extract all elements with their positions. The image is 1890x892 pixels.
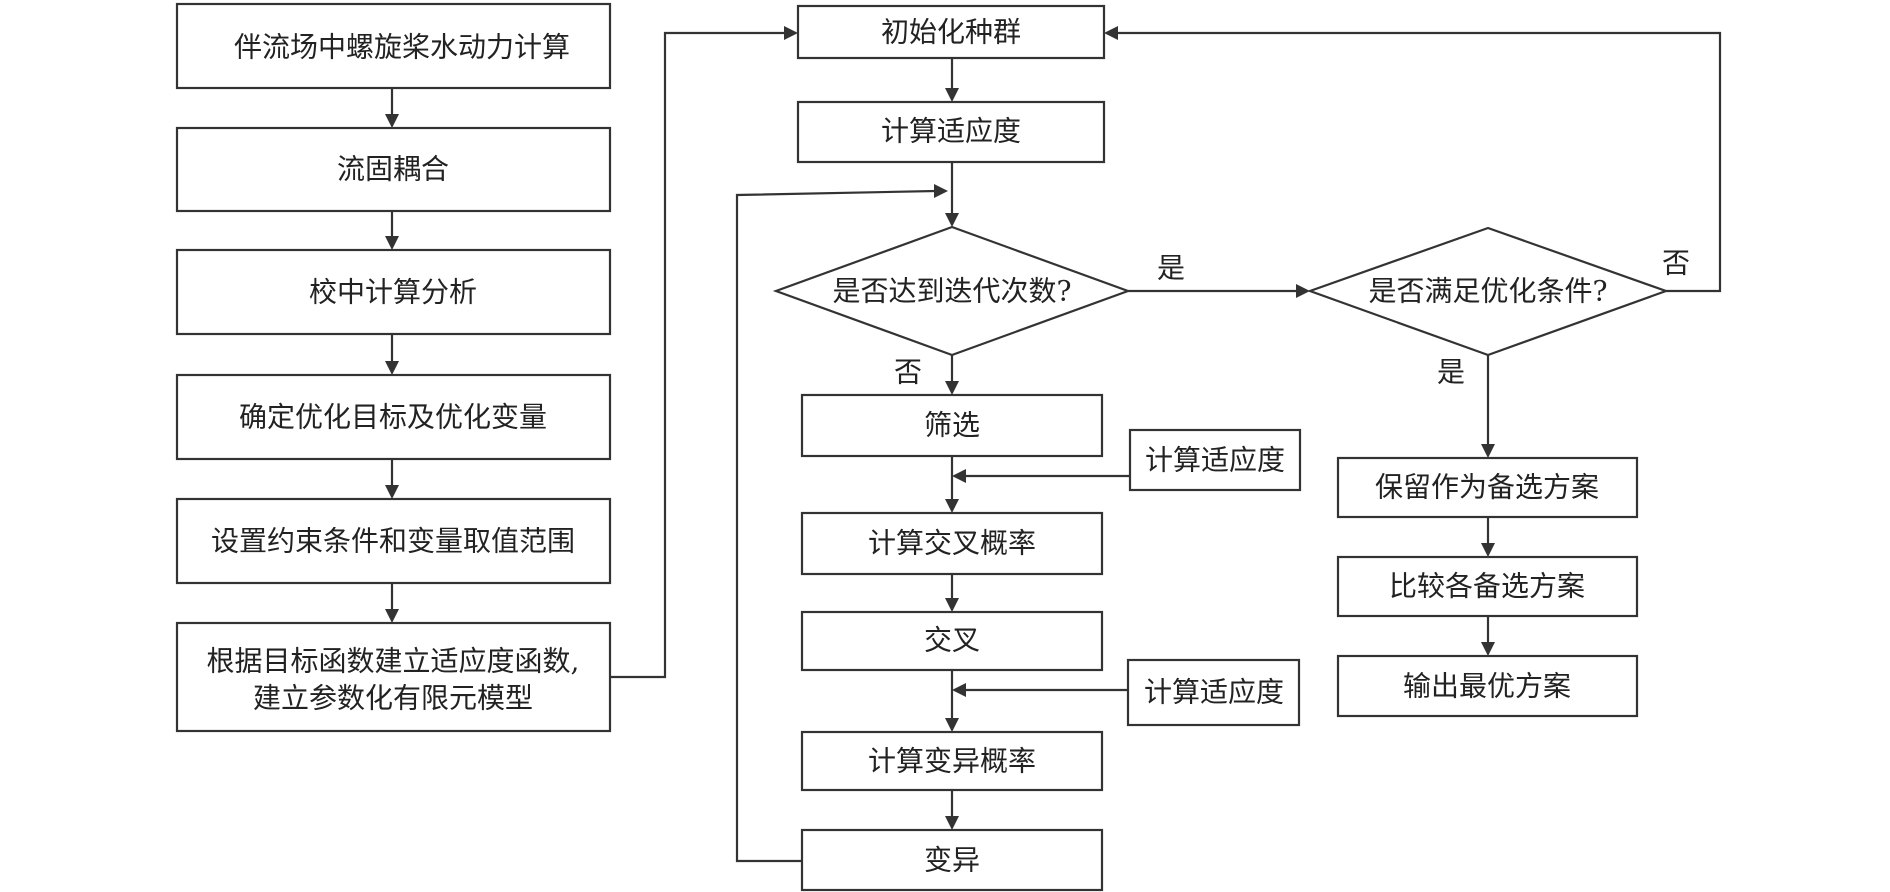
iteration-decision-label: 是否达到迭代次数? xyxy=(832,275,1071,308)
step-constraints-and-ranges: 设置约束条件和变量取值范围 xyxy=(175,497,612,585)
compare-candidates-label: 比较各备选方案 xyxy=(1389,570,1585,603)
connectors xyxy=(385,26,1722,863)
select-label: 筛选 xyxy=(924,409,980,442)
side-fitness-label-2: 计算适应度 xyxy=(1144,676,1284,709)
step-fluid-structure-coupling: 流固耦合 xyxy=(175,126,612,213)
step-propeller-hydrodynamics-label: 伴流场中螺旋桨水动力计算 xyxy=(234,31,570,64)
select-box: 筛选 xyxy=(800,393,1104,458)
no-iteration-label: 否 xyxy=(894,356,922,389)
step-fitness-and-fe-model: 根据目标函数建立适应度函数, 建立参数化有限元模型 xyxy=(175,621,612,733)
crossover-box: 交叉 xyxy=(800,610,1104,672)
side-fitness-box-1: 计算适应度 xyxy=(1128,428,1302,492)
optimization-decision: 是否满足优化条件? xyxy=(1306,226,1670,357)
step-fe-model-line: 建立参数化有限元模型 xyxy=(253,682,533,715)
compare-candidates-box: 比较各备选方案 xyxy=(1336,555,1639,618)
step-constraints-and-ranges-label: 设置约束条件和变量取值范围 xyxy=(211,525,575,558)
mutation-box: 变异 xyxy=(800,828,1104,892)
side-fitness-box-2: 计算适应度 xyxy=(1126,658,1301,727)
keep-candidate-box: 保留作为备选方案 xyxy=(1336,456,1639,519)
mutation-label: 变异 xyxy=(924,844,980,877)
step-alignment-analysis: 校中计算分析 xyxy=(175,248,612,336)
step-fluid-structure-coupling-label: 流固耦合 xyxy=(337,153,449,186)
keep-candidate-label: 保留作为备选方案 xyxy=(1375,471,1599,504)
step-objective-and-variables-label: 确定优化目标及优化变量 xyxy=(239,401,547,434)
calc-fitness-box: 计算适应度 xyxy=(796,100,1106,164)
step-propeller-hydrodynamics: 伴流场中螺旋桨水动力计算 xyxy=(175,2,612,90)
step-fitness-function-line: 根据目标函数建立适应度函数, xyxy=(207,645,580,678)
yes-iteration-label: 是 xyxy=(1157,252,1185,285)
step-alignment-analysis-label: 校中计算分析 xyxy=(309,276,477,309)
yes-optimization-label: 是 xyxy=(1437,356,1465,389)
calc-fitness-label: 计算适应度 xyxy=(881,115,1021,148)
side-fitness-label-1: 计算适应度 xyxy=(1145,444,1285,477)
optimization-decision-label: 是否满足优化条件? xyxy=(1368,275,1607,308)
step-objective-and-variables: 确定优化目标及优化变量 xyxy=(175,373,612,461)
calc-crossover-prob-label: 计算交叉概率 xyxy=(868,527,1036,560)
crossover-label: 交叉 xyxy=(924,624,980,657)
iteration-decision: 是否达到迭代次数? xyxy=(772,225,1132,357)
calc-crossover-prob-box: 计算交叉概率 xyxy=(800,511,1104,576)
output-best-box: 输出最优方案 xyxy=(1336,654,1639,718)
init-population-box: 初始化种群 xyxy=(796,4,1106,60)
output-best-label: 输出最优方案 xyxy=(1403,670,1571,703)
calc-mutation-prob-label: 计算变异概率 xyxy=(868,745,1036,778)
init-population-label: 初始化种群 xyxy=(881,16,1021,49)
calc-mutation-prob-box: 计算变异概率 xyxy=(800,730,1104,792)
no-optimization-label: 否 xyxy=(1662,247,1690,280)
